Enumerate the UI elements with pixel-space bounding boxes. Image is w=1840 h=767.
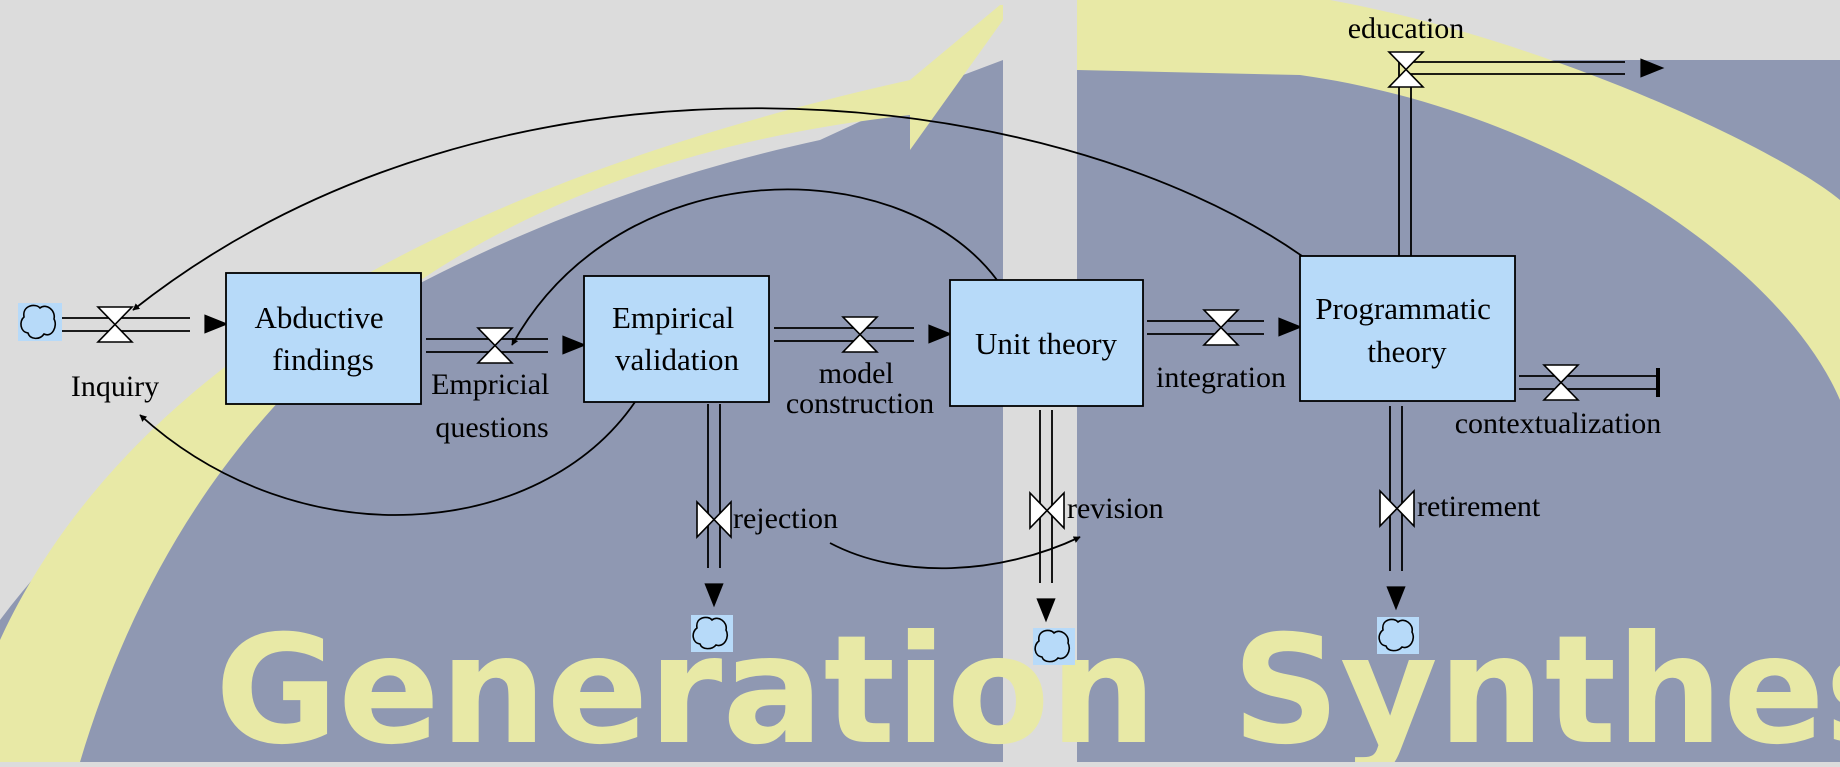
cloud-sink-icon: [692, 616, 729, 650]
valves: [96, 51, 1580, 539]
stocks: Abductive findings Empirical validation …: [225, 255, 1516, 407]
generation-arc: [0, 5, 1003, 762]
flow-label-education: education: [1348, 12, 1465, 45]
pipe-integration: [1147, 320, 1264, 335]
flow-labels: Inquiry Empricial questions model constr…: [71, 12, 1661, 535]
generation-panel: [0, 60, 1003, 762]
valve-icon: [1029, 491, 1065, 530]
stock-label: Programmatic theory: [1315, 291, 1498, 369]
pipe-model: [774, 327, 914, 342]
flow-label-rejection: rejection: [733, 502, 838, 535]
synthesis-arc: [1077, 0, 1840, 400]
cloud-sink-icon: [1378, 618, 1415, 652]
information-links: [132, 107, 1303, 570]
flow-label-retirement: retirement: [1417, 490, 1541, 523]
valve-icon: [696, 500, 732, 539]
link-rejection-to-revision: [829, 536, 1081, 570]
stock-box: [583, 275, 770, 403]
pipe-revision: [1039, 410, 1053, 583]
flow-label-empricial-questions: Empricial questions: [431, 368, 557, 444]
pipe-retirement: [1389, 406, 1403, 571]
stock-label: Unit theory: [975, 326, 1118, 361]
pipe-questions: [426, 338, 548, 353]
flow-label-contextualization: contextualization: [1455, 407, 1662, 440]
valve-icon: [1202, 309, 1240, 346]
link-programmatic-to-inquiry: [132, 107, 1303, 311]
valve-icon: [1387, 51, 1425, 88]
cloud-sink-icon: [1034, 629, 1071, 663]
valve-icon: [96, 306, 134, 343]
clouds: [18, 303, 1419, 665]
link-empirical-to-inquiry: [139, 401, 636, 516]
flow-label-revision: revision: [1067, 492, 1164, 525]
valve-icon: [476, 327, 514, 364]
stock-programmatic-theory: Programmatic theory: [1299, 255, 1516, 402]
flow-label-inquiry: Inquiry: [71, 370, 159, 403]
flow-label-integration: integration: [1156, 361, 1286, 394]
pipe-inquiry: [62, 317, 190, 332]
flow-label-model-construction: model construction: [786, 357, 934, 420]
pipe-rejection: [707, 404, 721, 568]
background-word-generation: Generation: [215, 604, 1157, 762]
stock-label: Empirical validation: [612, 300, 742, 377]
link-unit-to-questions: [511, 188, 998, 346]
stock-box: [1299, 255, 1516, 402]
stock-empirical-validation: Empirical validation: [583, 275, 770, 403]
stock-box: [949, 279, 1144, 407]
valve-icon: [1542, 364, 1580, 401]
pipe-contextualization: [1519, 375, 1656, 390]
stock-box: [225, 272, 422, 405]
valve-icon: [1379, 489, 1415, 528]
stock-label: Abductive findings: [255, 300, 392, 377]
cloud-source-icon: [20, 304, 57, 340]
background-word-synthesis: Synthesis: [1232, 604, 1840, 762]
valve-icon: [841, 316, 879, 353]
stock-abductive-findings: Abductive findings: [225, 272, 422, 405]
stock-unit-theory: Unit theory: [949, 279, 1144, 407]
